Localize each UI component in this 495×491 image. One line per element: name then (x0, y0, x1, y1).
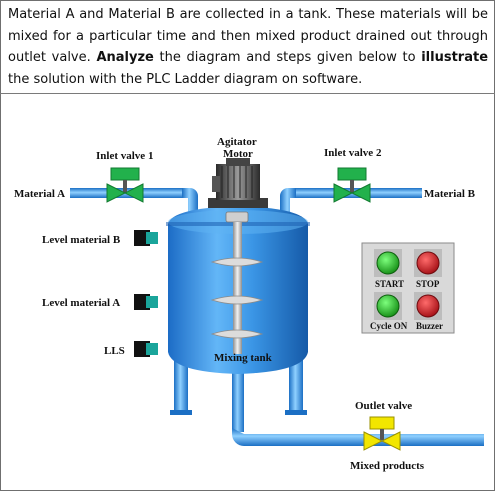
level-sensor-a (134, 294, 158, 310)
inlet-valve-2-label: Inlet valve 2 (324, 147, 382, 159)
outlet-pipe (232, 372, 484, 446)
section-divider (0, 93, 495, 94)
level-material-b-label: Level material B (42, 234, 121, 246)
agitator-label: Agitator (217, 136, 257, 148)
problem-keyword-analyze: Analyze (96, 50, 154, 65)
outlet-valve (363, 416, 401, 451)
inlet-valve-2 (333, 167, 371, 203)
buzzer-lamp (416, 294, 440, 318)
material-a-label: Material A (14, 188, 65, 200)
cycle-on-label: Cycle ON (370, 321, 408, 331)
buzzer-label: Buzzer (416, 321, 443, 331)
watermark-text: InstrumentationTools.com (313, 254, 320, 334)
problem-keyword-illustrate: illustrate (421, 50, 489, 65)
problem-statement: Material A and Material B are collected … (8, 4, 488, 90)
level-sensor-b (134, 230, 158, 246)
stop-label: STOP (416, 279, 440, 289)
problem-text-1: Material A and Material B are collected … (8, 7, 488, 65)
outlet-valve-label: Outlet valve (355, 400, 412, 412)
start-button[interactable] (376, 251, 400, 275)
problem-text-2: the diagram and steps given below to (153, 50, 422, 65)
lls-label: LLS (104, 345, 125, 357)
inlet-valve-1-label: Inlet valve 1 (96, 150, 153, 162)
mixed-products-label: Mixed products (350, 460, 425, 472)
problem-text-3: the solution with the PLC Ladder diagram… (8, 71, 363, 87)
agitator-motor (208, 158, 268, 208)
mixing-tank-label: Mixing tank (214, 352, 273, 364)
motor-label: Motor (223, 148, 253, 160)
material-b-label: Material B (424, 188, 476, 200)
tank-legs (170, 352, 307, 415)
stop-button[interactable] (416, 251, 440, 275)
start-label: START (375, 279, 404, 289)
agitator-shaft (210, 211, 264, 354)
cycle-on-lamp (376, 294, 400, 318)
level-material-a-label: Level material A (42, 297, 120, 309)
inlet-valve-1 (106, 167, 144, 203)
level-sensor-lls (134, 341, 158, 357)
